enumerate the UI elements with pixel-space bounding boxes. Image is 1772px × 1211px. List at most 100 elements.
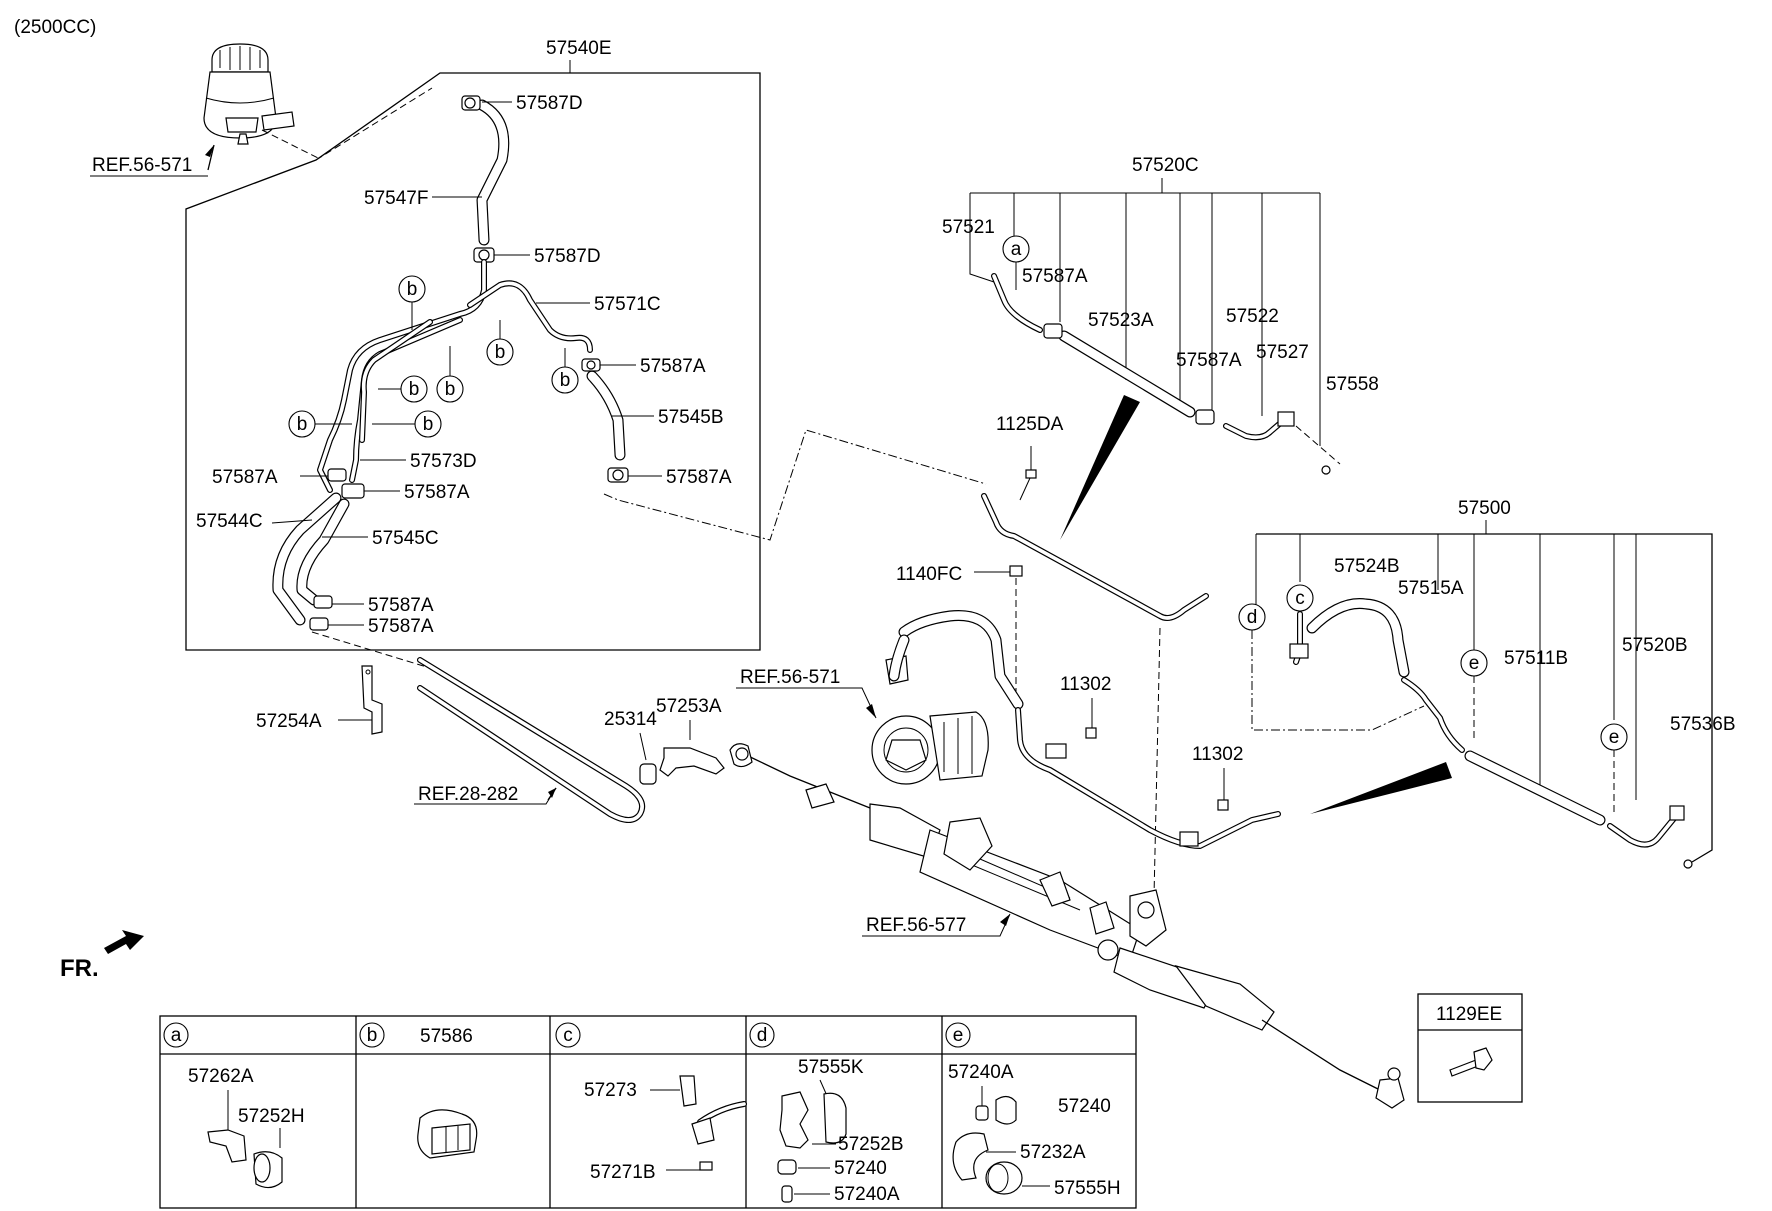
callout-1125DA: 1125DA — [996, 414, 1064, 435]
fitting-57500-c — [1289, 643, 1309, 659]
callout-57521: 57521 — [942, 217, 995, 238]
legend-d-part-1: 57555K — [798, 1057, 864, 1078]
svg-text:e: e — [1469, 653, 1480, 674]
bolt-11302-1 — [1085, 727, 1097, 739]
bolt-box-title: 1129EE — [1436, 1004, 1502, 1025]
marker-b-2[interactable]: b — [486, 338, 514, 366]
steering-gear-icon — [729, 743, 1405, 1109]
callout-57540E: 57540E — [546, 38, 612, 59]
svg-text:b: b — [409, 379, 420, 400]
svg-text:c: c — [563, 1025, 573, 1046]
marker-e-1[interactable]: e — [1460, 649, 1488, 677]
legend-panel-a: a 57262A 57252H — [163, 1022, 305, 1189]
legend-d-part-4: 57240A — [834, 1184, 900, 1205]
callout-57587A-6: 57587A — [368, 616, 434, 637]
callout-57587A-2: 57587A — [666, 467, 732, 488]
marker-c[interactable]: c — [1286, 584, 1314, 612]
legend-d-part-3: 57240 — [834, 1158, 887, 1179]
callout-57253A: 57253A — [656, 696, 722, 717]
callout-57587A-4: 57587A — [404, 482, 470, 503]
legend-d-part-2: 57252B — [838, 1134, 904, 1155]
callout-1140FC: 1140FC — [896, 564, 962, 585]
pointer-wedge-1 — [1060, 395, 1140, 540]
clamp-57587A-2 — [607, 467, 629, 483]
svg-text:b: b — [560, 370, 571, 391]
marker-b-4[interactable]: b — [436, 375, 464, 403]
cooler-pipe — [417, 657, 646, 823]
legend-c-part-2: 57271B — [590, 1162, 656, 1183]
legend-panel-e: e 57240A 57240 57232A 57555H — [945, 1022, 1121, 1199]
clamp-57587A-5 — [313, 595, 333, 609]
reservoir-icon — [203, 43, 295, 145]
callout-57587D-1: 57587D — [516, 93, 583, 114]
bracket-57254A — [361, 665, 383, 735]
callout-57545B: 57545B — [658, 407, 724, 428]
callout-57522: 57522 — [1226, 306, 1279, 327]
bolt-box-1129EE: 1129EE — [1417, 993, 1523, 1103]
clamp-57587D-mid — [473, 247, 495, 263]
svg-text:b: b — [297, 414, 308, 435]
legend-panel-d: d 57555K 57252B 57240 57240A — [749, 1022, 904, 1205]
svg-text:c: c — [1295, 588, 1305, 609]
legend-panel-c: c 57273 57271B — [555, 1022, 747, 1183]
legend-a-part-1: 57262A — [188, 1066, 254, 1087]
front-label: FR. — [60, 955, 99, 982]
marker-b-3[interactable]: b — [400, 375, 428, 403]
legend-e-part-3: 57232A — [1020, 1142, 1086, 1163]
marker-e-2[interactable]: e — [1600, 723, 1628, 751]
marker-b-7[interactable]: b — [414, 410, 442, 438]
callout-11302-2: 11302 — [1192, 744, 1243, 765]
ref-reservoir[interactable]: REF.56-571 — [92, 155, 192, 176]
bracket-11302-a — [1045, 743, 1067, 759]
callout-57558: 57558 — [1326, 374, 1379, 395]
svg-text:e: e — [1609, 727, 1620, 748]
clamp-57587A-6 — [309, 617, 329, 631]
front-arrow-icon — [104, 930, 144, 954]
callout-57587A-1: 57587A — [640, 356, 706, 377]
marker-b-6[interactable]: b — [288, 410, 316, 438]
bushing-25314 — [639, 763, 657, 785]
ref-cooler[interactable]: REF.28-282 — [418, 784, 518, 805]
engine-label: (2500CC) — [14, 17, 96, 38]
callout-57547F: 57547F — [364, 188, 428, 209]
oring-57500 — [1683, 859, 1693, 869]
svg-text:b: b — [367, 1025, 378, 1046]
legend-e-part-2: 57240 — [1058, 1096, 1111, 1117]
callout-57527: 57527 — [1256, 342, 1309, 363]
clamp-57587A-1 — [581, 358, 601, 372]
legend-table — [159, 1015, 1137, 1209]
legend-a-part-2: 57252H — [238, 1106, 305, 1127]
marker-b-1[interactable]: b — [398, 275, 426, 303]
ref-pump[interactable]: REF.56-571 — [740, 667, 840, 688]
callout-57544C: 57544C — [196, 511, 263, 532]
legend-b-title: 57586 — [420, 1026, 473, 1047]
callout-57587A-3: 57587A — [212, 467, 278, 488]
callout-57587D-2: 57587D — [534, 246, 601, 267]
bolt-11302-2 — [1217, 799, 1229, 811]
oring-57558 — [1321, 465, 1331, 475]
callout-57523A: 57523A — [1088, 310, 1154, 331]
marker-b-5[interactable]: b — [551, 366, 579, 394]
bolt-1125DA — [1019, 469, 1037, 501]
callout-11302-1: 11302 — [1060, 674, 1111, 695]
pointer-wedge-2 — [1310, 762, 1452, 814]
fitting-57527 — [1277, 411, 1295, 427]
fitting-57536B — [1669, 805, 1685, 821]
bolt-icon — [1449, 1047, 1493, 1077]
bracket-57253A — [659, 747, 725, 777]
svg-text:e: e — [953, 1025, 964, 1046]
callout-57500: 57500 — [1458, 498, 1511, 519]
marker-d[interactable]: d — [1238, 603, 1266, 631]
callout-25314: 25314 — [604, 709, 657, 730]
ref-gear[interactable]: REF.56-577 — [866, 915, 966, 936]
marker-a[interactable]: a — [1002, 235, 1030, 263]
svg-text:b: b — [445, 379, 456, 400]
clamp-57587A-7 — [1043, 323, 1063, 339]
callout-57587A-7: 57587A — [1022, 266, 1088, 287]
callout-57511B: 57511B — [1504, 648, 1568, 669]
callout-57254A: 57254A — [256, 711, 322, 732]
callout-57520B: 57520B — [1622, 635, 1688, 656]
callout-57571C: 57571C — [594, 294, 661, 315]
callout-57545C: 57545C — [372, 528, 439, 549]
